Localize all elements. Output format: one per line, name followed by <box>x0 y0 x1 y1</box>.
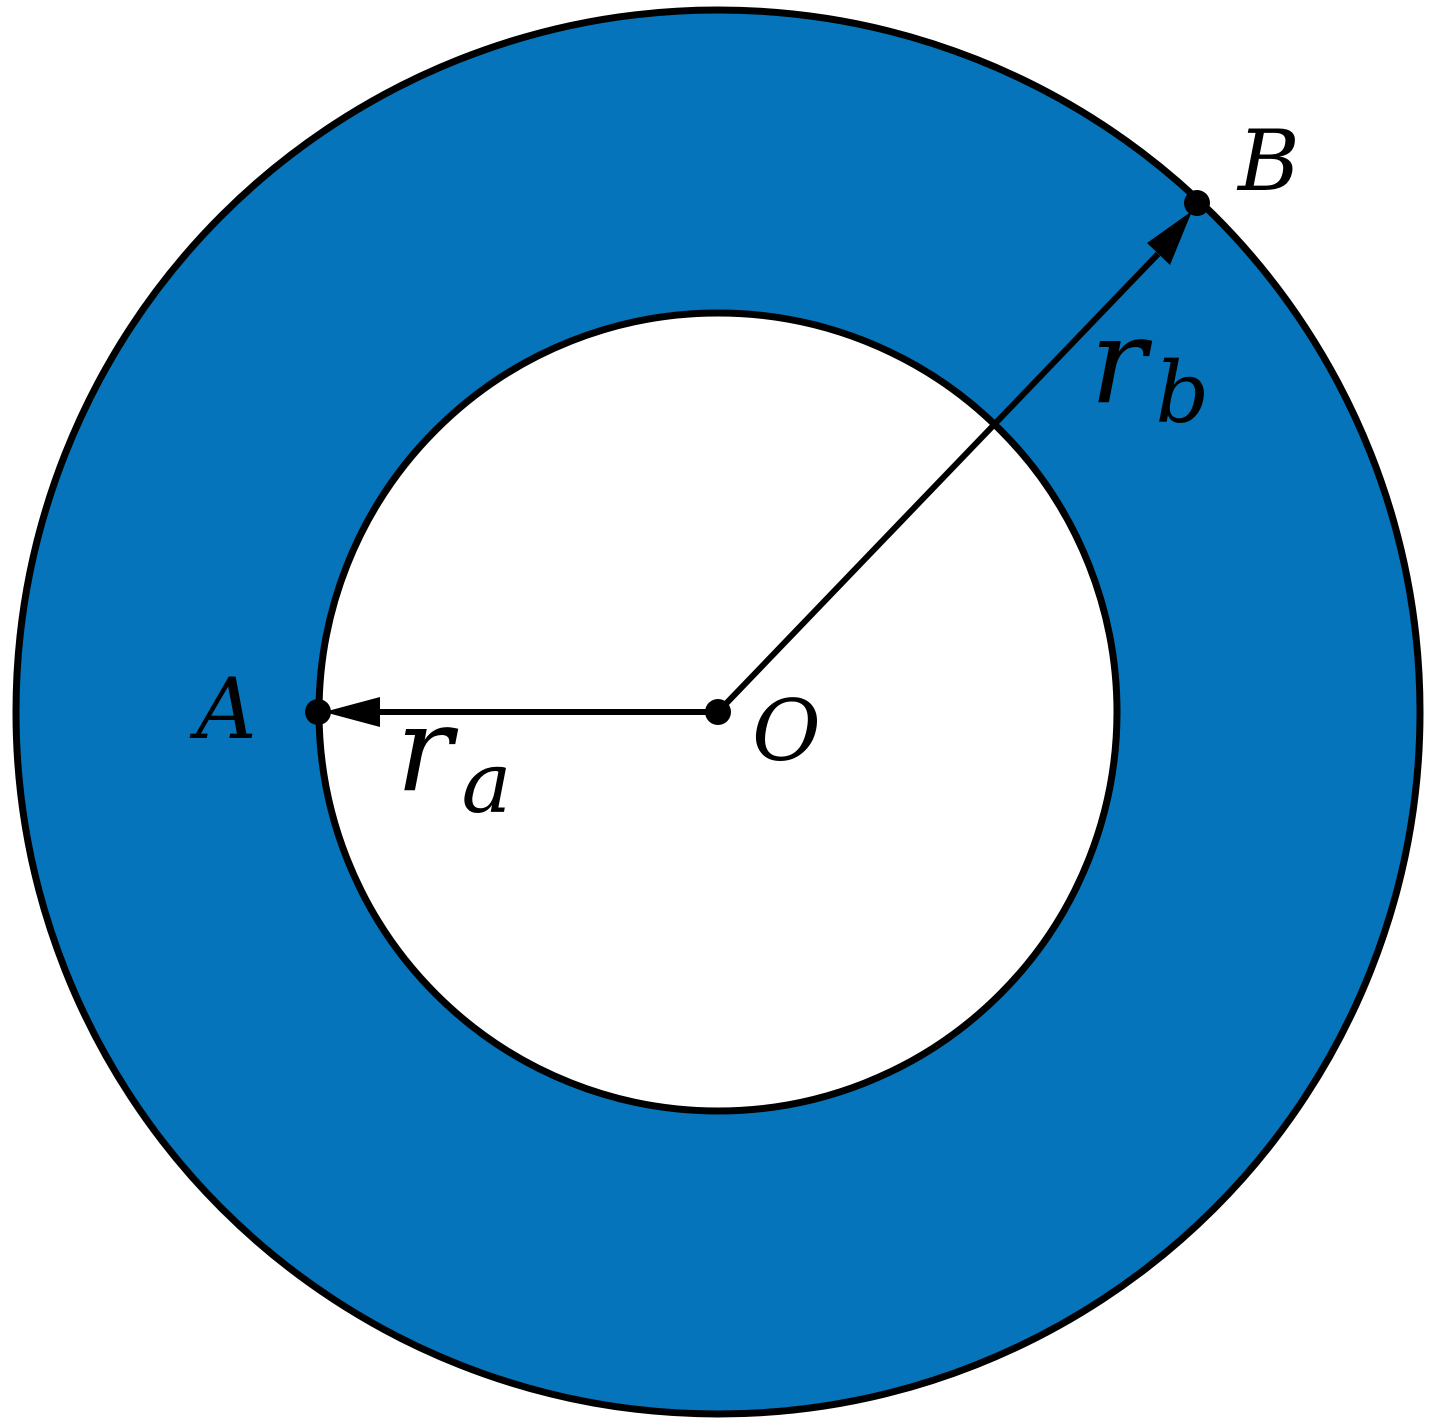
point-b-label: B <box>1236 112 1300 210</box>
radius-a-arrowhead <box>324 697 380 727</box>
point-o-dot <box>705 699 731 725</box>
radius-b-arrowhead <box>1147 211 1192 265</box>
point-o-label: O <box>752 682 821 780</box>
radius-b-subscript: b <box>1156 344 1210 442</box>
radius-a-main: r <box>396 680 459 818</box>
radius-b-line <box>715 251 1161 715</box>
radius-b-label: r b <box>1090 292 1209 442</box>
radius-b-main: r <box>1090 292 1153 430</box>
point-a-dot <box>305 699 331 725</box>
radius-a-label: r a <box>396 680 512 832</box>
radius-a-subscript: a <box>462 734 512 832</box>
point-a-label: A <box>189 660 257 758</box>
point-b-dot <box>1184 190 1210 216</box>
